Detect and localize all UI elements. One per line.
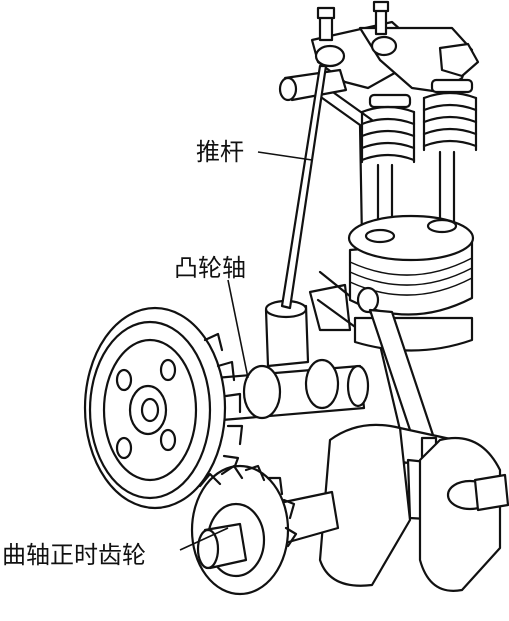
cam-lobe-2 — [304, 358, 340, 410]
camshaft-timing-gear — [83, 306, 244, 510]
push-rod — [280, 64, 328, 310]
crankshaft — [268, 423, 509, 592]
piston-pin — [356, 286, 380, 314]
valve-spring-left — [360, 93, 416, 234]
valve-spring-right — [422, 78, 478, 224]
piston — [347, 214, 475, 352]
leader-crank-gear — [179, 527, 229, 551]
label-push-rod: 推杆 — [196, 138, 244, 166]
rocker-pivot-front — [314, 44, 346, 68]
leader-push-rod — [257, 151, 313, 161]
camshaft — [213, 358, 370, 422]
tappet-and-push-rod — [264, 64, 328, 368]
rocker-arms — [278, 0, 480, 102]
crankshaft-timing-gear — [190, 464, 298, 596]
leader-camshaft — [227, 279, 249, 379]
label-camshaft: 凸轮轴 — [174, 254, 246, 282]
cam-lobe-1 — [242, 364, 282, 420]
rocker-pivot-rear — [370, 35, 398, 57]
label-crankshaft-timing-gear: 曲轴正时齿轮 — [2, 541, 146, 569]
